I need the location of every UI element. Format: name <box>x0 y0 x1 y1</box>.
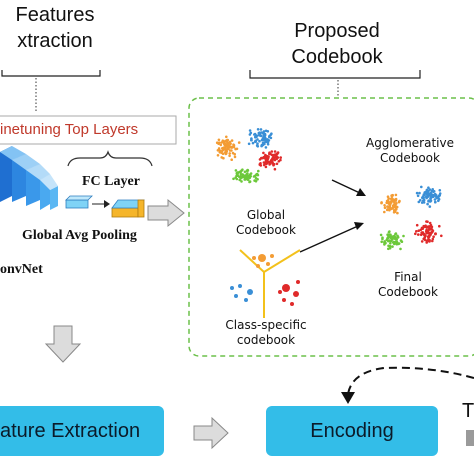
global-red-cluster <box>258 150 283 171</box>
codebook-to-encoding-dashed-arrow <box>347 366 474 395</box>
proposed-header-bracket <box>249 70 421 79</box>
global-green-cluster <box>232 168 260 184</box>
agglomerative-codebook-line2: Codebook <box>380 151 440 165</box>
proposed-codebook-dashed-box <box>188 97 474 357</box>
agglomerative-codebook-label: Agglomerative Codebook <box>358 136 462 166</box>
fc-block <box>111 199 145 218</box>
final-codebook-line1: Final <box>394 270 422 284</box>
cnn-to-codebook-arrow <box>147 198 185 228</box>
encoding-box: Encoding <box>266 406 438 456</box>
partial-right-label: T <box>462 400 474 422</box>
features-header-bracket <box>1 70 101 77</box>
global-to-agglomerative-arrow <box>331 179 363 195</box>
final-codebook-line2: Codebook <box>378 285 438 299</box>
class-specific-line2: codebook <box>236 333 296 347</box>
cluster-scatter-layer <box>215 128 443 306</box>
convnet-label: onvNet <box>0 262 43 277</box>
gap-label: Global Avg Pooling <box>22 228 137 243</box>
final-blue-cluster <box>415 185 442 208</box>
cnn-stack <box>0 146 58 210</box>
global-codebook-line1: Global <box>246 208 286 222</box>
global-orange-cluster <box>215 135 241 161</box>
features-header-line2: xtraction <box>17 30 93 52</box>
class-specific-line1: Class-specific <box>225 318 307 332</box>
global-codebook-line2: Codebook <box>236 223 296 237</box>
proposed-codebook-header: Proposed Codebook <box>282 18 392 70</box>
feature-extraction-box: ature Extraction <box>0 406 164 456</box>
fc-brace <box>67 150 153 167</box>
features-header-line1: Features <box>15 4 95 26</box>
final-codebook-label: Final Codebook <box>368 270 448 300</box>
class-specific-points <box>230 254 300 306</box>
class-to-agglomerative-arrow <box>299 225 359 253</box>
encoding-label: Encoding <box>310 419 394 442</box>
class-specific-divider <box>239 249 301 318</box>
finetuning-box <box>0 115 177 145</box>
feature-extraction-label: ature Extraction <box>0 419 141 442</box>
finetuning-label: inetuning Top Layers <box>0 121 139 138</box>
final-red-cluster <box>414 220 443 244</box>
global-blue-cluster <box>247 128 273 149</box>
proposed-header-line1: Proposed <box>294 20 380 42</box>
agglomerative-codebook-line1: Agglomerative <box>365 136 454 150</box>
fc-layer-label: FC Layer <box>82 174 140 189</box>
features-extraction-header: Features xtraction <box>0 2 110 54</box>
proposed-header-line2: Codebook <box>291 46 383 68</box>
class-specific-codebook-label: Class-specific codebook <box>218 318 314 348</box>
feature-to-encoding-arrow <box>193 416 229 450</box>
gap-block <box>65 195 93 209</box>
down-arrow <box>44 325 82 363</box>
final-green-cluster <box>379 230 405 251</box>
final-orange-cluster <box>380 193 401 215</box>
global-codebook-label: Global Codebook <box>226 208 306 238</box>
partial-grey-mark <box>466 430 474 446</box>
